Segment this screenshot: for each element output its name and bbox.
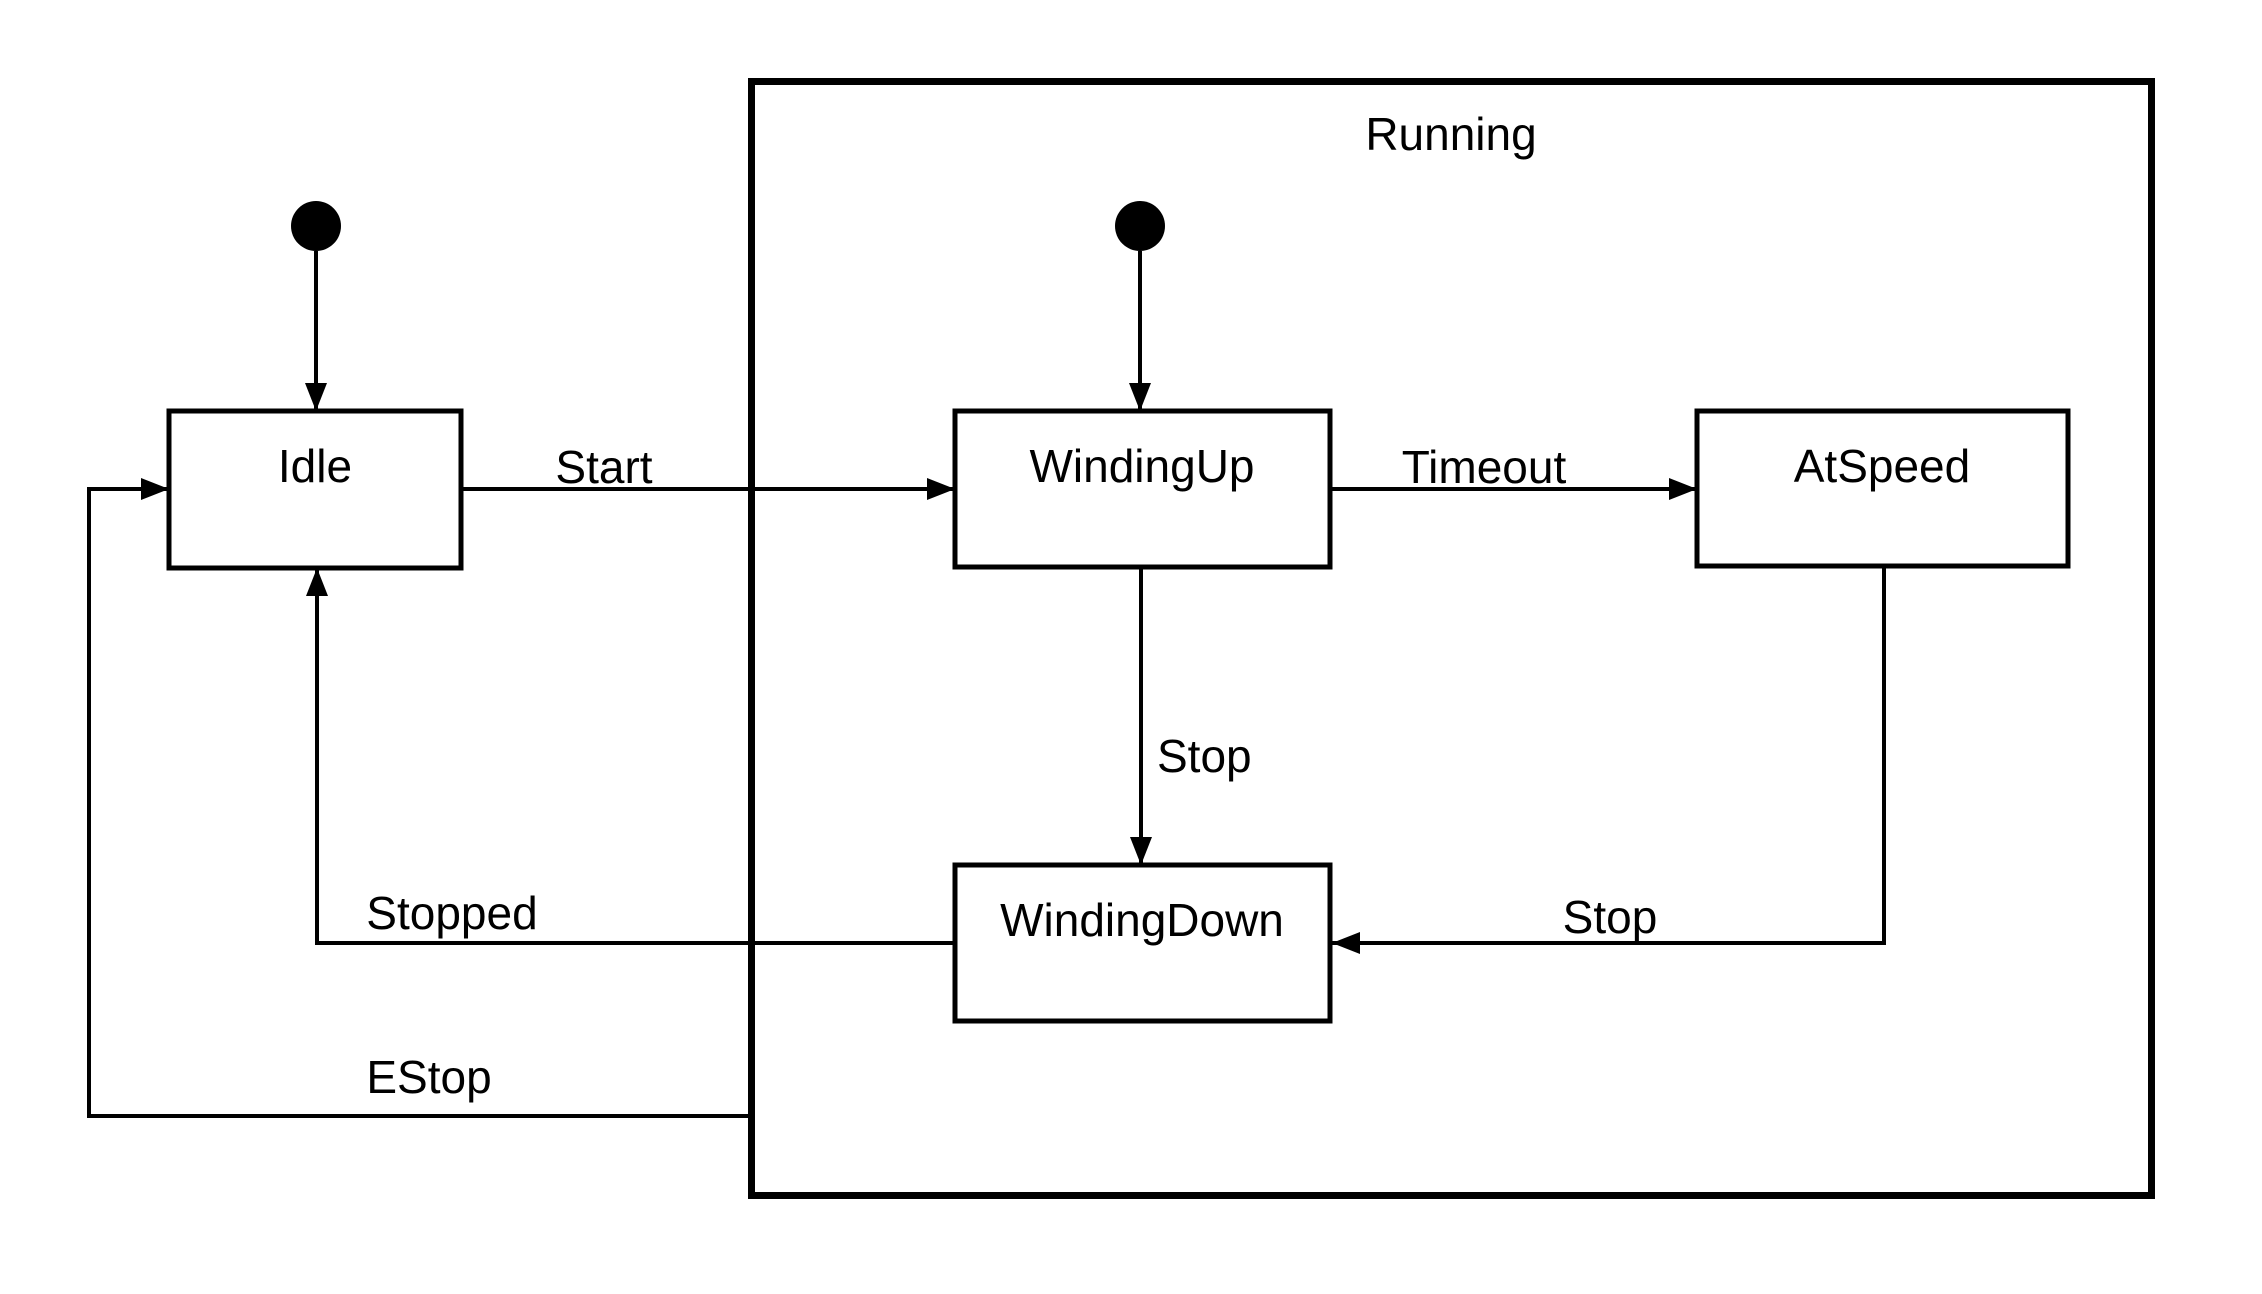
composite-state-running-label: Running xyxy=(1365,108,1536,160)
transition-stop-windingup-label: Stop xyxy=(1157,730,1252,782)
transition-stopped-label: Stopped xyxy=(366,887,537,939)
state-atspeed-label: AtSpeed xyxy=(1794,440,1970,492)
transition-start-label: Start xyxy=(555,441,652,493)
composite-state-running xyxy=(748,78,2155,1199)
state-idle xyxy=(166,408,464,571)
state-windingdown xyxy=(952,862,1333,1024)
state-atspeed xyxy=(1694,408,2071,569)
transition-timeout-label: Timeout xyxy=(1402,441,1567,493)
edge-estop xyxy=(87,478,751,1118)
state-windingdown-label: WindingDown xyxy=(1000,894,1284,946)
edge-stopped xyxy=(306,568,955,945)
state-windingup xyxy=(952,408,1333,570)
transition-stop-atspeed-label: Stop xyxy=(1563,891,1658,943)
transition-estop-label: EStop xyxy=(366,1051,491,1103)
initial-state-icon xyxy=(291,201,341,251)
state-windingup-label: WindingUp xyxy=(1030,440,1255,492)
edge-stop-from-atspeed xyxy=(1332,566,1886,954)
initial-state-icon xyxy=(1115,201,1165,251)
state-idle-label: Idle xyxy=(278,440,352,492)
